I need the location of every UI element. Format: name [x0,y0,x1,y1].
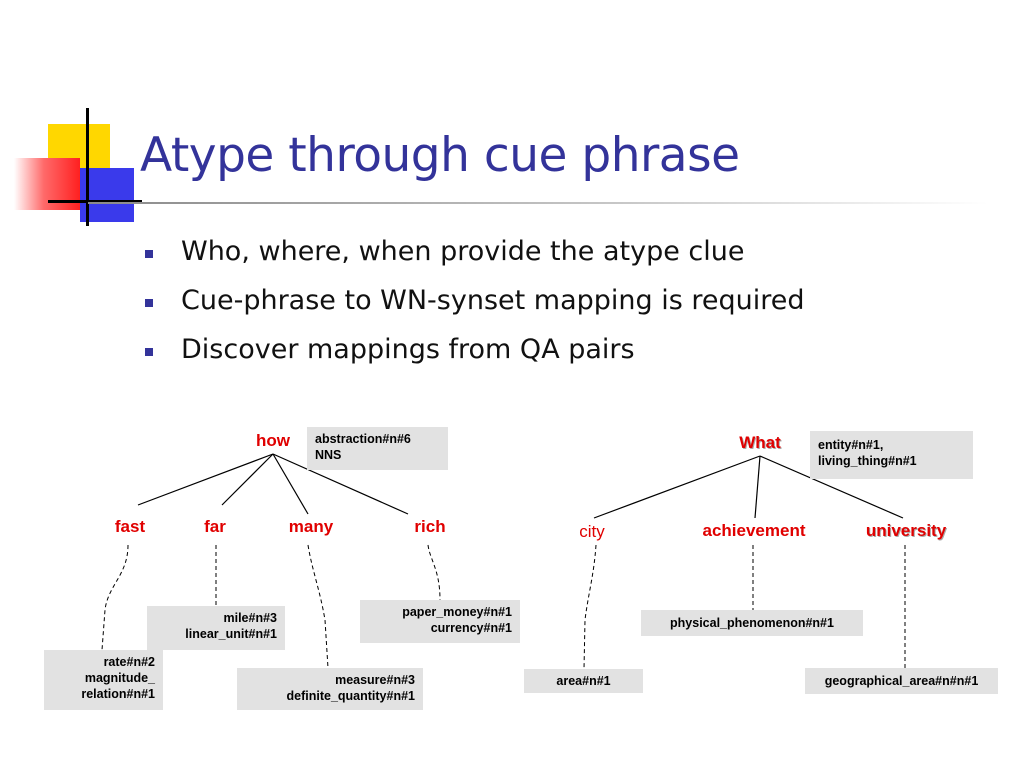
dashed-many-mapping [307,544,329,669]
node-many: many [288,517,334,536]
logo-blue-square [80,168,134,222]
bullet-text: Cue-phrase to WN-synset mapping is requi… [181,285,805,316]
bullet-text: Who, where, when provide the atype clue [181,236,745,267]
edge-what-achievement [754,455,761,519]
how-root-box-line: abstraction#n#6 [315,432,411,446]
what-root-box-line: entity#n#1, [818,438,884,452]
node-fast: fast [114,517,146,536]
achievement-mapping-box: physical_phenomenon#n#1 [641,610,863,636]
edge-what-city [593,455,761,519]
fast-mapping-line: relation#n#1 [81,687,155,701]
dashed-city-mapping [583,544,597,670]
title-divider [88,202,988,204]
university-mapping-line: geographical_area#n#n#1 [824,674,979,688]
many-mapping-line: measure#n#3 [335,673,415,687]
many-mapping-box: measure#n#3 definite_quantity#n#1 [237,668,423,710]
far-mapping-line: mile#n#3 [223,611,277,625]
bullet-square-icon [145,250,153,258]
bullet-square-icon [145,348,153,356]
what-root-box-line: living_thing#n#1 [818,454,917,468]
bullet-text: Discover mappings from QA pairs [181,334,635,365]
far-mapping-line: linear_unit#n#1 [185,627,277,641]
dashed-fast-mapping [101,544,129,651]
slide-title: Atype through cue phrase [140,128,740,183]
fast-mapping-line: rate#n#2 [103,655,155,669]
logo-vertical-line [86,108,89,226]
rich-mapping-box: paper_money#n#1 currency#n#1 [360,600,520,643]
fast-mapping-box: rate#n#2 magnitude_ relation#n#1 [44,650,163,710]
bullet-square-icon [145,299,153,307]
node-university: university [865,521,947,540]
node-achievement: achievement [702,521,806,540]
node-city: city [579,522,605,541]
dashed-rich-mapping [427,544,441,601]
node-what: What [739,433,781,452]
many-mapping-line: definite_quantity#n#1 [286,689,416,703]
rich-mapping-line: paper_money#n#1 [402,605,512,619]
university-mapping-box: geographical_area#n#n#1 [805,668,998,694]
edge-how-rich [272,453,409,515]
fast-mapping-line: magnitude_ [84,671,155,685]
edge-how-many [272,453,309,515]
city-mapping-box: area#n#1 [524,669,643,693]
achievement-mapping-line: physical_phenomenon#n#1 [670,616,834,630]
what-root-box: entity#n#1, living_thing#n#1 [810,431,973,479]
edge-how-fast [137,453,274,506]
node-rich: rich [414,517,446,536]
how-root-box-line: NNS [315,448,342,462]
logo-horizontal-line [48,200,142,203]
node-how: how [256,431,290,450]
node-far: far [204,517,226,536]
edge-what-university [759,455,904,519]
far-mapping-box: mile#n#3 linear_unit#n#1 [147,606,285,650]
rich-mapping-line: currency#n#1 [430,621,512,635]
edge-how-far [221,453,274,506]
how-root-box: abstraction#n#6 NNS [307,427,448,470]
city-mapping-line: area#n#1 [556,674,611,688]
